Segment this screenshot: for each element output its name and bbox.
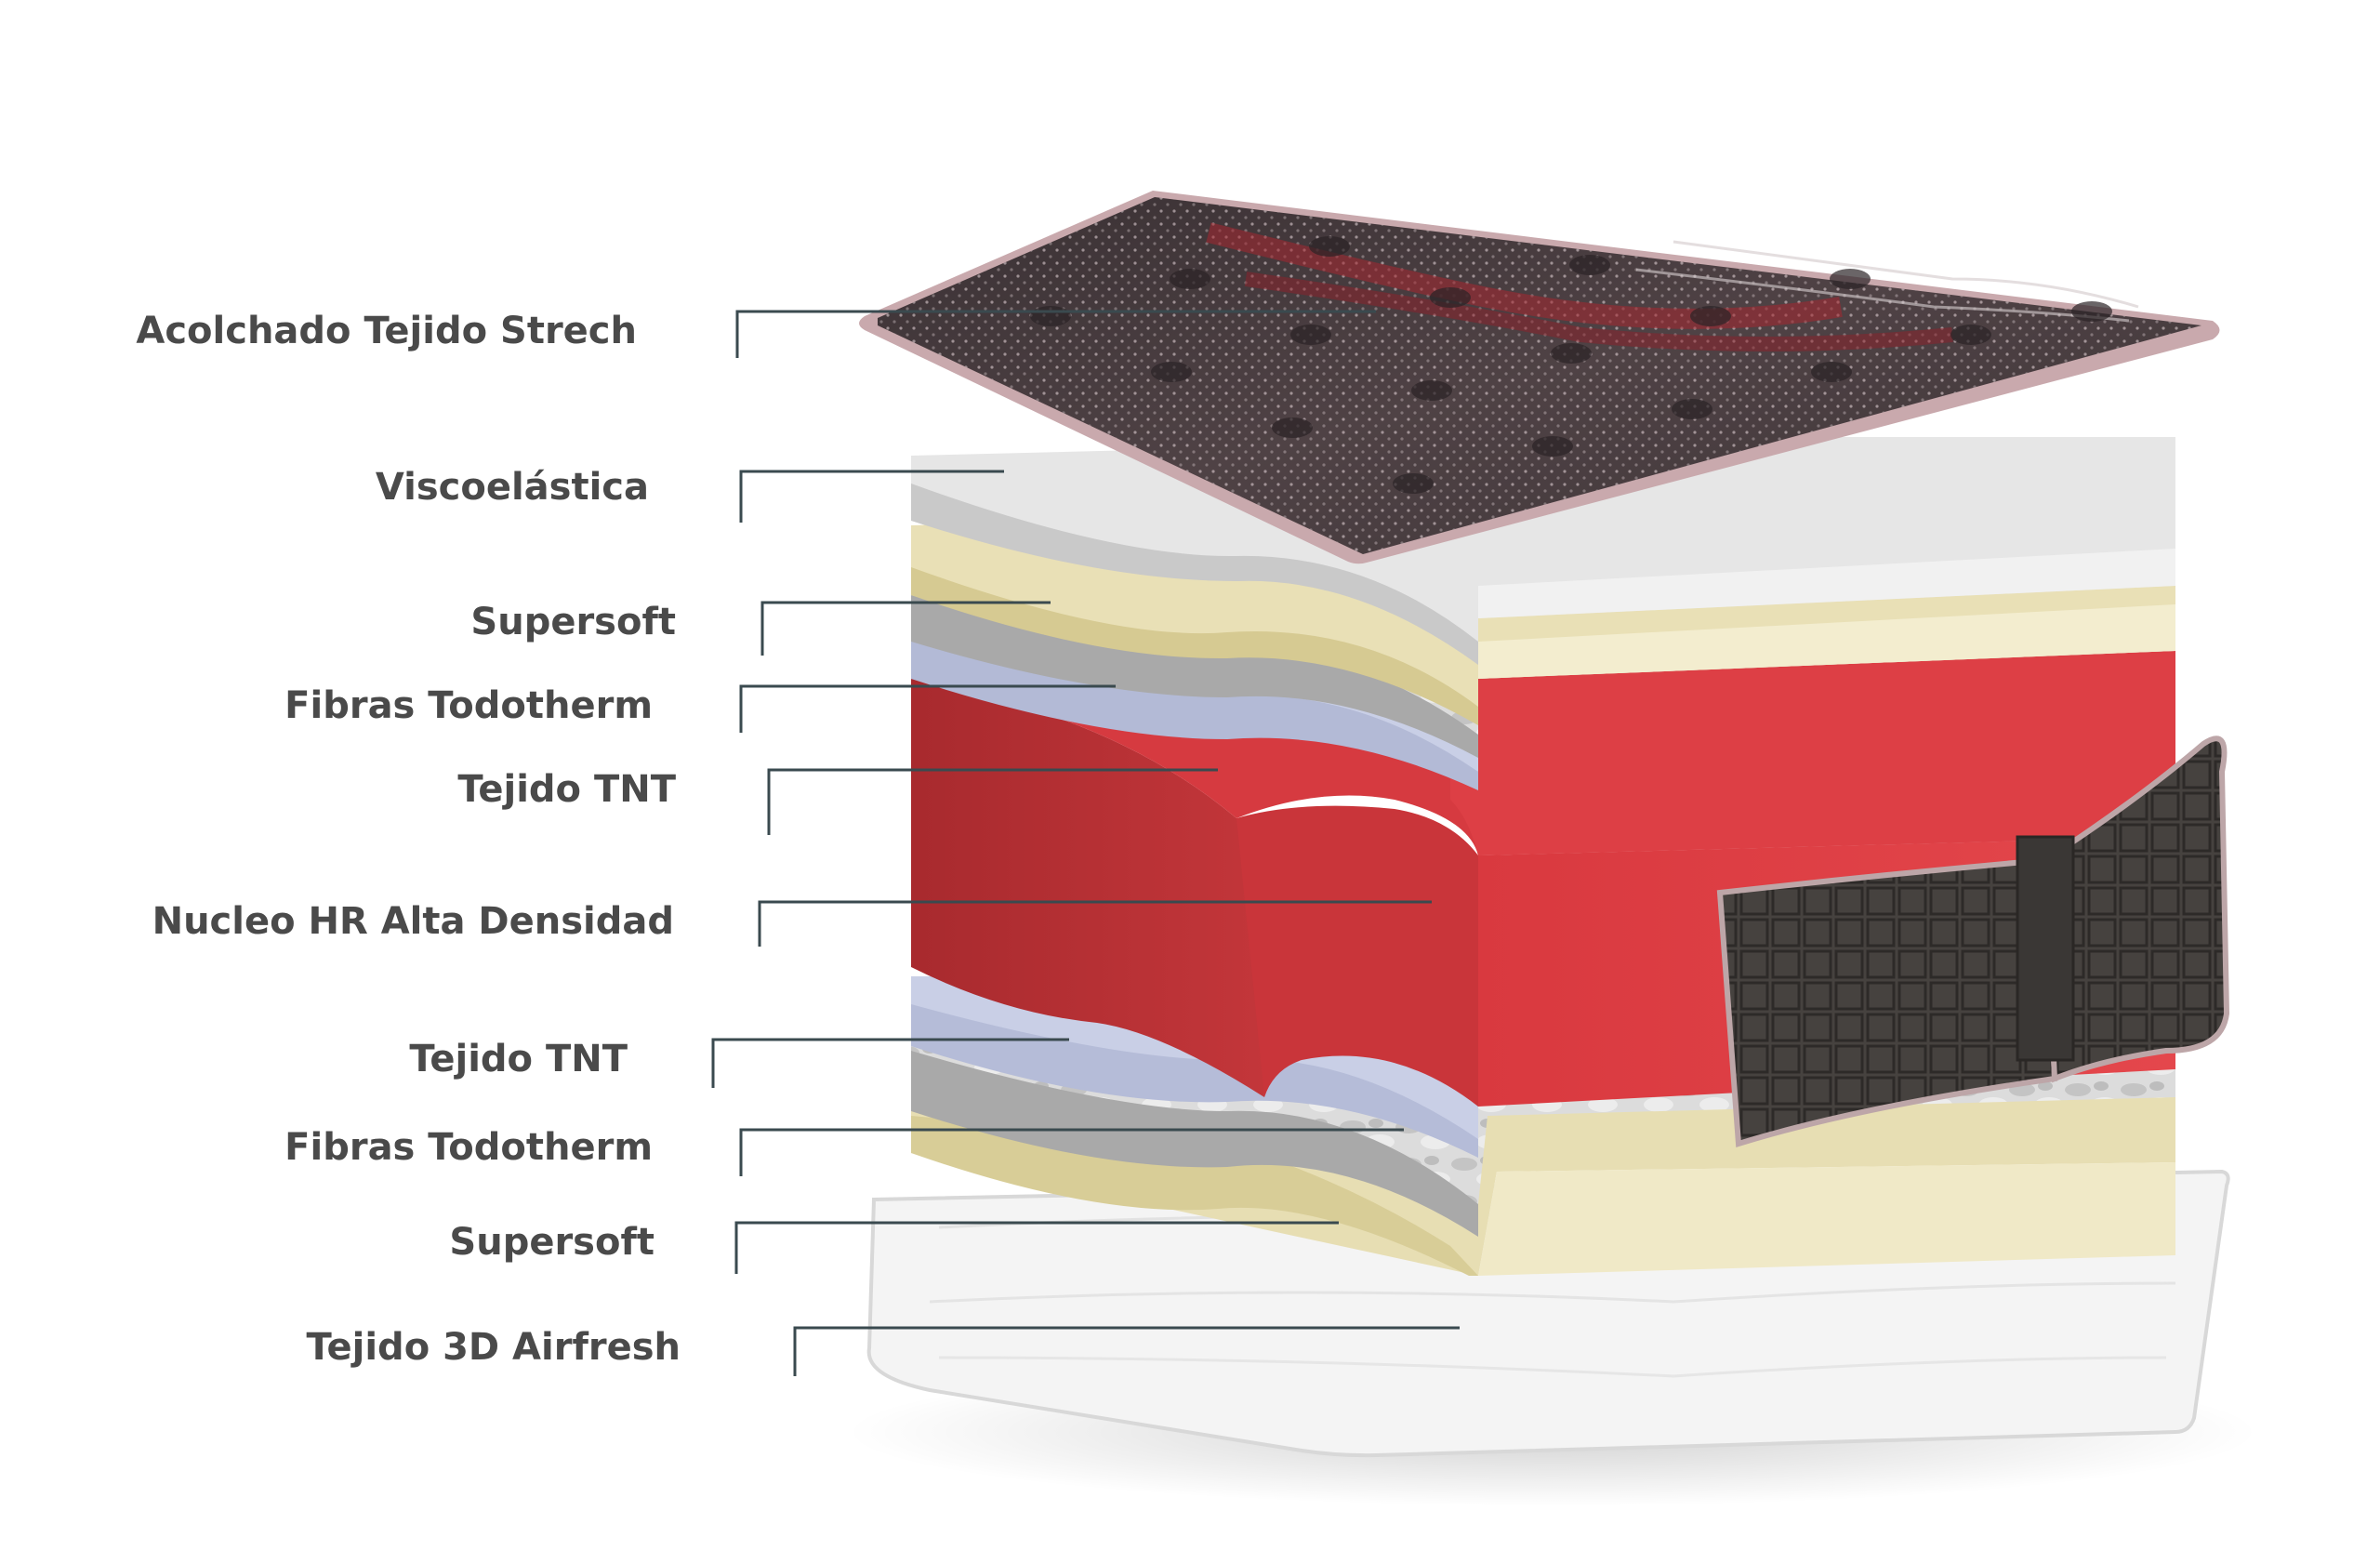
leader-fibras-2 [739,1128,1404,1176]
leader-fibras-1 [739,684,1116,733]
label-tnt-1: Tejido TNT [457,768,676,811]
leader-nucleo [758,900,1432,947]
label-supersoft-2: Supersoft [449,1221,654,1264]
side-label-ribbon-icon [1716,736,2230,1147]
label-visco: Viscoelástica [375,466,649,509]
label-fibras-2: Fibras Todotherm [284,1126,653,1169]
topper-layer [859,191,2220,564]
leader-tnt-2 [711,1038,1069,1088]
leader-airfresh [793,1326,1460,1376]
leader-supersoft-1 [760,601,1051,656]
tufted-button-icon [1030,236,2112,494]
label-airfresh: Tejido 3D Airfresh [306,1326,681,1369]
leader-tnt-1 [767,768,1218,835]
label-acolchado: Acolchado Tejido Strech [136,310,637,352]
leader-acolchado [735,310,1376,358]
leader-lines [711,310,1460,1376]
label-fibras-1: Fibras Todotherm [284,684,653,727]
leader-visco [739,470,1004,523]
label-tnt-2: Tejido TNT [409,1038,628,1080]
label-supersoft-1: Supersoft [470,601,676,643]
label-nucleo: Nucleo HR Alta Densidad [152,900,674,943]
leader-supersoft-2 [734,1221,1339,1274]
